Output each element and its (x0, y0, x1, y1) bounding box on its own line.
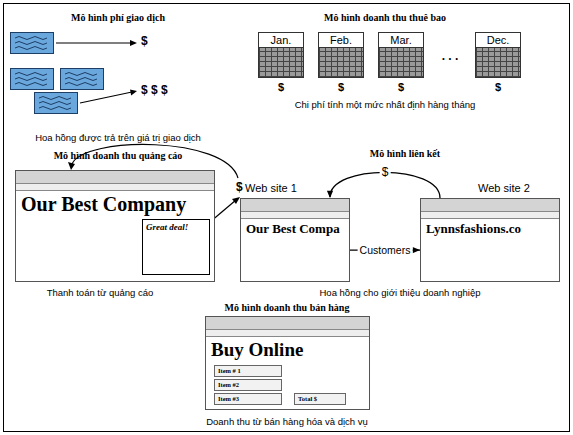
node-text: Feb. (319, 33, 363, 48)
money-sign: $ (236, 181, 243, 195)
total-field: Total $ (294, 393, 346, 405)
node-text: Buy Online (206, 317, 369, 361)
node-text: Dec. (476, 33, 520, 48)
money-sign: $ (495, 81, 501, 94)
edge-label: $ (380, 166, 391, 180)
item-field: Item #2 (214, 379, 282, 391)
item-field: Item # 1 (214, 365, 282, 377)
money-sign: $ $ $ (141, 84, 168, 98)
node-text: Lynnsfashions.co (421, 199, 559, 237)
message-icon (11, 69, 54, 90)
node-text: Item #2 (215, 380, 281, 389)
payment-arrow (56, 40, 137, 103)
money-sign: $ (338, 81, 344, 94)
panel-title: Mô hình phí giao dịch (71, 12, 165, 24)
item-field: Item #3 (214, 393, 282, 405)
message-icon (61, 69, 104, 90)
node-text: Item # 1 (215, 366, 281, 375)
node-text: Item #3 (215, 394, 281, 403)
message-icon (35, 93, 78, 114)
money-sign: $ (398, 81, 404, 94)
browser-window: Our Best CompanyGreat deal! (15, 170, 215, 282)
caption: Doanh thu từ bán hàng hóa và dịch vụ (206, 417, 368, 428)
caption: Hoa hồng được trả trên giá trị giao dịch (35, 133, 201, 144)
edge-label: Customers (358, 244, 413, 256)
node-text: Great deal! (143, 220, 209, 234)
node-text: Mar. (379, 33, 423, 48)
panel-title: Mô hình doanh thu thuê bao (324, 12, 446, 24)
caption: Thanh toán từ quảng cáo (47, 288, 154, 299)
panel-title: Mô hình liên kết (370, 148, 440, 160)
calendar-month: Mar. (378, 32, 424, 78)
arrowhead (413, 247, 420, 253)
node-text: Our Best Compa (241, 199, 349, 237)
ad-banner: Great deal! (142, 219, 210, 275)
calendar-month: Jan. (258, 32, 304, 78)
arrowhead (327, 191, 333, 198)
node-text: Total $ (295, 394, 345, 403)
site-label: Web site 2 (478, 182, 530, 195)
money-sign: $ (278, 81, 284, 94)
browser-window: Lynnsfashions.co (420, 198, 560, 282)
outer-frame (4, 4, 570, 432)
caption: Hoa hồng cho giới thiệu doanh nghiệp (320, 288, 481, 299)
panel-title: Mô hình doanh thu bán hàng (225, 302, 350, 314)
panel-title: Mô hình doanh thu quảng cáo (54, 150, 183, 162)
browser-window: Our Best Compa (240, 198, 350, 282)
calendar-month: Feb. (318, 32, 364, 78)
site-label: Web site 1 (245, 182, 297, 195)
message-icon (11, 33, 54, 54)
caption: Chi phí tính một mức nhất định hàng thán… (295, 100, 476, 111)
node-text: Jan. (259, 33, 303, 48)
money-sign: $ (141, 35, 148, 49)
node-text: Our Best Company (16, 171, 214, 216)
ellipsis: . . . (442, 50, 459, 64)
calendar-month: Dec. (475, 32, 521, 78)
browser-window: Buy OnlineItem # 1 Item #2 Item #3 Total $ (205, 316, 370, 410)
